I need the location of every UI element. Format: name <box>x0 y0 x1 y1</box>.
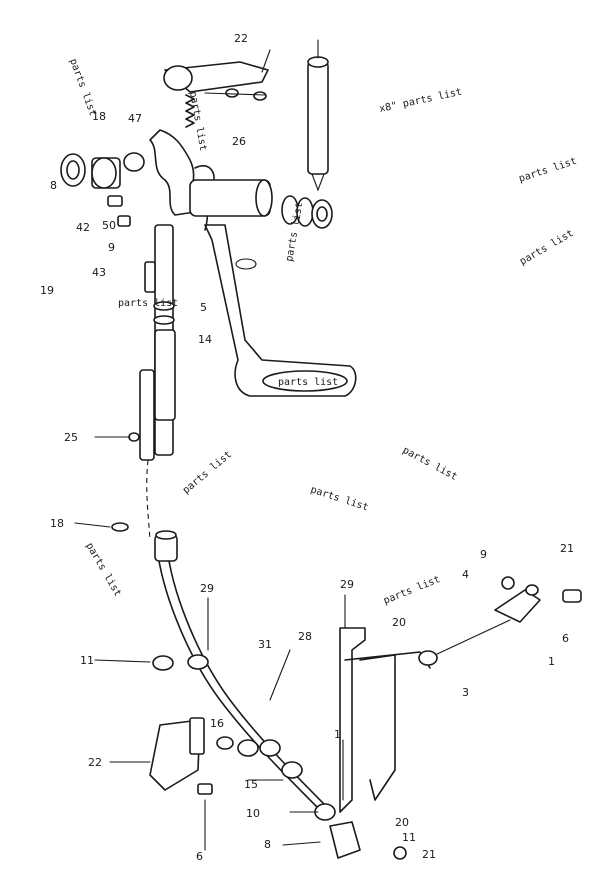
parts-note: parts list <box>401 445 459 483</box>
callout-label: 6 <box>196 850 203 863</box>
callout-label: 25 <box>64 431 78 444</box>
callout-label: 47 <box>128 112 142 125</box>
callout-label: 14 <box>198 333 212 346</box>
parts-note: parts list <box>382 574 442 607</box>
callout-label: 29 <box>340 578 354 591</box>
callout-label: 11 <box>80 654 94 667</box>
callout-label: 15 <box>244 778 258 791</box>
callout-label: 1 <box>548 655 555 668</box>
callout-label: 9 <box>108 241 115 254</box>
callout-label: 21 <box>422 848 436 861</box>
parts-note: parts list <box>83 541 123 599</box>
callout-label: 18 <box>92 110 106 123</box>
callout-label: 8 <box>264 838 271 851</box>
callout-label: 20 <box>395 816 409 829</box>
callout-label: 1 <box>334 728 341 741</box>
parts-note: parts list <box>118 298 178 309</box>
callout-label: 16 <box>210 717 224 730</box>
callout-label: 19 <box>40 284 54 297</box>
callout-label: 18 <box>50 517 64 530</box>
callout-label: 26 <box>232 135 246 148</box>
callout-label: 29 <box>200 582 214 595</box>
parts-note: parts list <box>278 377 338 388</box>
parts-note: parts list <box>67 57 98 117</box>
callout-label: 50 <box>102 219 116 232</box>
callout-label: 11 <box>402 831 416 844</box>
callout-label: 21 <box>560 542 574 555</box>
callout-label: 9 <box>480 548 487 561</box>
callout-label: 8 <box>50 179 57 192</box>
callout-label: 28 <box>298 630 312 643</box>
callout-label: 22 <box>234 32 248 45</box>
cable-linkage-assembly <box>74 436 582 860</box>
callout-label: 42 <box>76 221 90 234</box>
callout-label: 31 <box>258 638 272 651</box>
callout-label: 6 <box>562 632 569 645</box>
callout-labels: 22 18 47 8 26 42 50 9 43 19 5 14 25 18 1… <box>40 32 574 863</box>
parts-note: parts list <box>181 449 234 496</box>
callout-label: 43 <box>92 266 106 279</box>
callout-label: 20 <box>392 616 406 629</box>
pedal-shaft-assembly <box>60 39 357 461</box>
callout-label: 5 <box>200 301 207 314</box>
callout-label: 22 <box>88 756 102 769</box>
parts-note: parts list <box>518 156 579 185</box>
parts-note: parts list <box>309 484 370 513</box>
callout-label: 3 <box>462 686 469 699</box>
callout-label: 4 <box>462 568 469 581</box>
parts-note: parts list <box>518 228 576 268</box>
callout-label: 10 <box>246 807 260 820</box>
parts-note: x8" parts list <box>378 87 463 115</box>
